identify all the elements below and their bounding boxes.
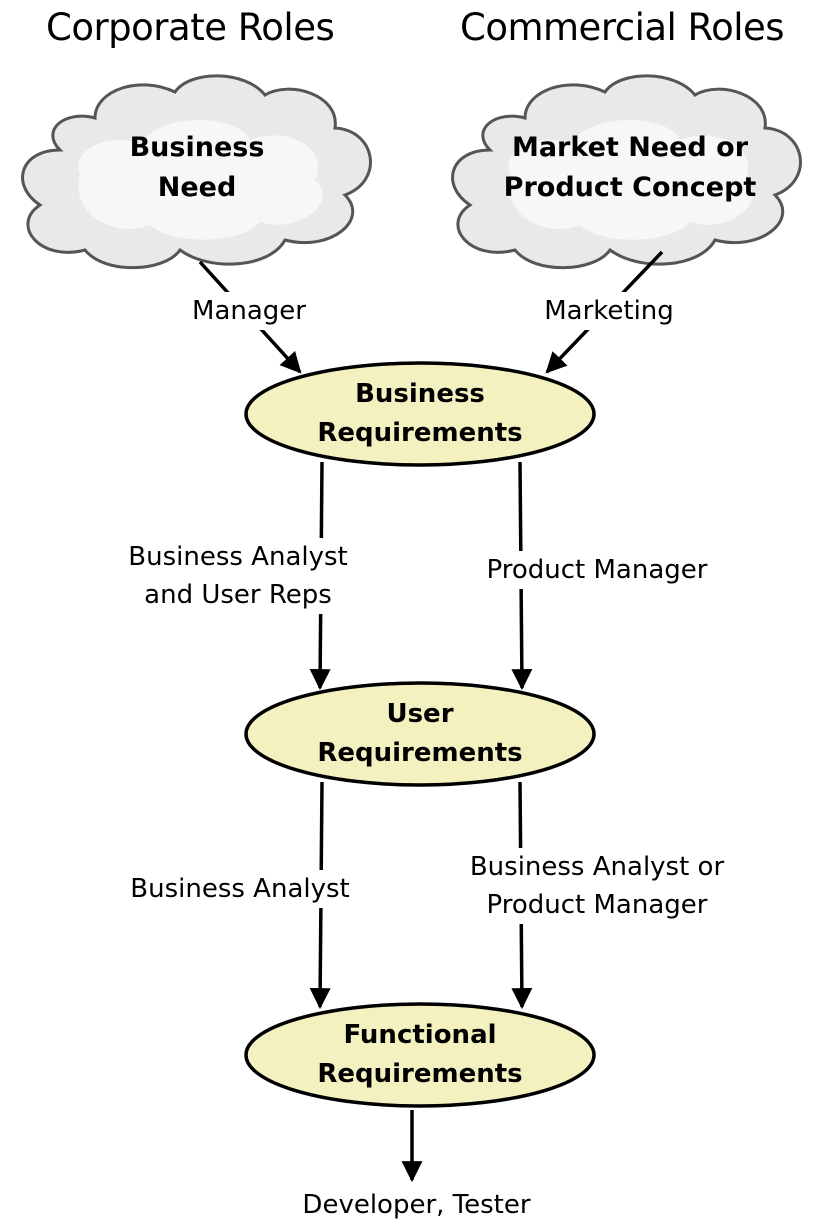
marketing-label-line: Marketing (544, 296, 674, 326)
business-requirements-line-1: Business (355, 379, 485, 409)
business-need-line-2: Need (157, 172, 237, 203)
business-need-label: Business Need (97, 128, 297, 208)
ba-or-pm-label: Business Analyst or Product Manager (448, 848, 746, 924)
business-need-line-1: Business (129, 132, 265, 163)
corporate-roles-heading: Corporate Roles (46, 6, 335, 49)
functional-requirements-node (244, 1002, 596, 1108)
business-need-cloud (21, 74, 372, 270)
market-need-cloud (451, 74, 802, 270)
ba-user-reps-line-1: Business Analyst (128, 542, 348, 572)
business-requirements-label: Business Requirements (290, 375, 550, 453)
ba-or-pm-line-1: Business Analyst or (469, 852, 725, 882)
user-requirements-node (244, 681, 596, 787)
business-analyst-user-reps-label: Business Analyst and User Reps (110, 538, 366, 614)
ba-user-reps-line-2: and User Reps (144, 580, 332, 610)
manager-label: Manager (170, 292, 328, 330)
market-need-line-1: Market Need or (511, 132, 749, 163)
ba-or-pm-line-2: Product Manager (486, 890, 708, 920)
commercial-roles-heading: Commercial Roles (460, 6, 785, 49)
manager-label-line: Manager (192, 296, 306, 326)
developer-tester-line: Developer, Tester (302, 1190, 531, 1220)
business-analyst-label: Business Analyst (112, 870, 368, 908)
user-requirements-line-2: Requirements (317, 738, 523, 768)
business-requirements-node (244, 361, 596, 467)
product-manager-label: Product Manager (462, 551, 732, 589)
functional-requirements-label: Functional Requirements (290, 1016, 550, 1094)
developer-tester-label: Developer, Tester (270, 1186, 563, 1224)
product-manager-line: Product Manager (486, 555, 708, 585)
user-requirements-line-1: User (386, 699, 454, 729)
functional-requirements-line-1: Functional (343, 1020, 497, 1050)
business-analyst-line: Business Analyst (130, 874, 350, 904)
business-requirements-line-2: Requirements (317, 418, 523, 448)
marketing-label: Marketing (525, 292, 693, 330)
user-requirements-label: User Requirements (290, 695, 550, 773)
market-need-line-2: Product Concept (503, 172, 757, 203)
functional-requirements-line-2: Requirements (317, 1059, 523, 1089)
market-need-label: Market Need or Product Concept (485, 128, 775, 208)
